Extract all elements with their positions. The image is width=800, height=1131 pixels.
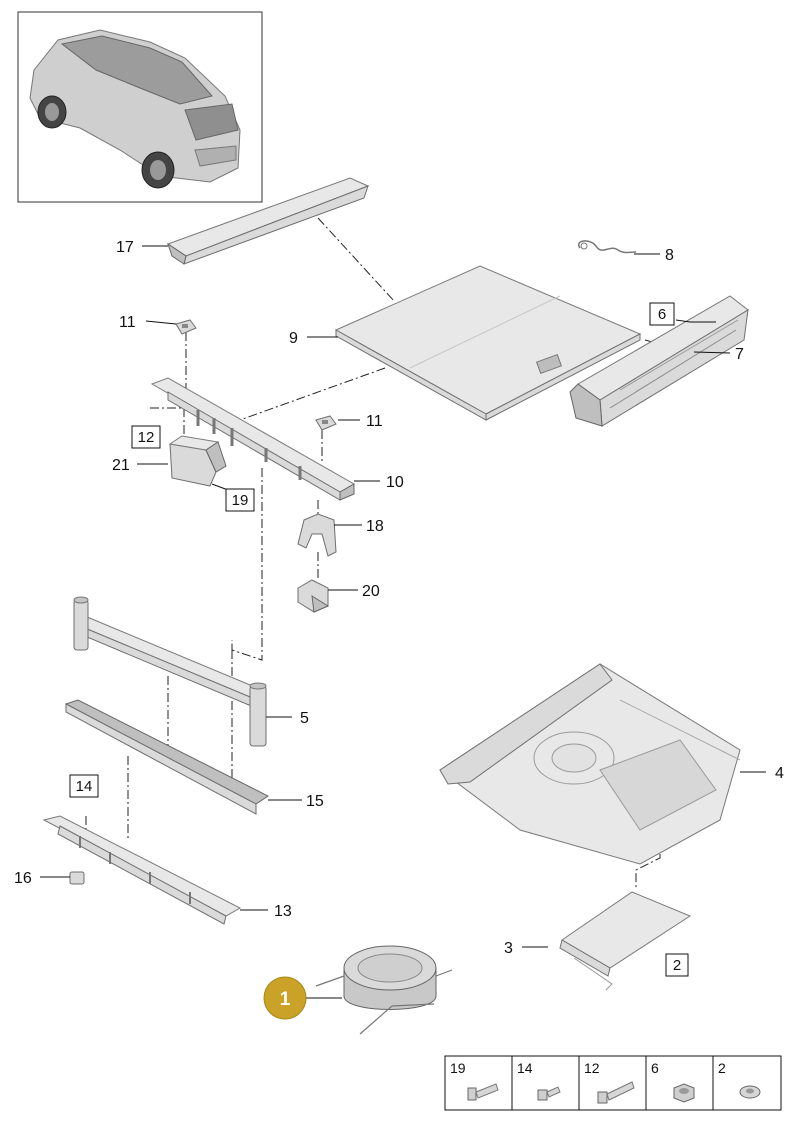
highlight-callout-1[interactable]: 1	[263, 976, 307, 1020]
hex-nut-icon	[673, 1083, 695, 1103]
callout-labels: 17 8 11 9 7 11 21 10 18 20 5 15 4 16 13 …	[14, 239, 784, 957]
part-10-cross-member	[150, 377, 356, 501]
callout-4: 4	[775, 765, 784, 782]
callout-16: 16	[14, 870, 32, 887]
boxed-refs: 6 12 19 14 2	[69, 302, 689, 977]
boxed-ref-12: 12	[138, 429, 155, 446]
legend-label: 2	[718, 1060, 726, 1076]
legend-cell-6: 6	[651, 1060, 695, 1103]
part-11-clip-lower	[315, 415, 337, 431]
part-8-hook	[577, 240, 637, 254]
legend-cell-14: 14	[517, 1060, 561, 1101]
long-bolt-icon	[597, 1081, 635, 1104]
callout-17: 17	[116, 239, 134, 256]
legend-cell-2: 2	[718, 1060, 761, 1099]
part-3-plate	[559, 891, 692, 991]
callout-8: 8	[665, 247, 674, 264]
legend-label: 12	[584, 1060, 600, 1076]
legend-label: 14	[517, 1060, 533, 1076]
callout-15: 15	[306, 793, 324, 810]
part-18-bracket	[297, 513, 337, 557]
boxed-ref-6: 6	[658, 306, 666, 323]
hardware-legend: 19 14 12 6	[444, 1055, 782, 1111]
part-5-frame	[73, 596, 267, 747]
part-11-clip-upper	[175, 319, 197, 335]
callout-9: 9	[289, 330, 298, 347]
legend-label: 19	[450, 1060, 466, 1076]
legend-label: 6	[651, 1060, 659, 1076]
callout-18: 18	[366, 518, 384, 535]
legend-cell-19: 19	[450, 1060, 499, 1101]
highlight-callout-label: 1	[280, 989, 291, 1010]
boxed-ref-19: 19	[232, 492, 249, 509]
part-13-rail	[42, 815, 242, 925]
callout-13: 13	[274, 903, 292, 920]
vehicle-thumbnail	[17, 11, 263, 203]
boxed-ref-2: 2	[673, 957, 681, 974]
callout-5: 5	[300, 710, 309, 727]
callout-21: 21	[112, 457, 130, 474]
boxed-ref-14: 14	[76, 778, 93, 795]
part-16-cap	[69, 871, 85, 885]
short-bolt-icon	[537, 1086, 561, 1101]
car-icon	[29, 29, 241, 189]
part-15-strip	[64, 699, 269, 815]
callout-7: 7	[735, 346, 744, 363]
part-17-cover-strip	[166, 177, 370, 265]
part-20-holder	[297, 579, 330, 613]
callout-11: 11	[119, 314, 136, 331]
callout-20: 20	[362, 583, 380, 600]
flange-bolt-icon	[467, 1083, 499, 1101]
callout-3: 3	[504, 940, 513, 957]
clip-nut-icon	[739, 1085, 761, 1099]
part-9-floor-panel	[334, 265, 642, 421]
leader-lines	[40, 245, 766, 999]
part-21-module	[168, 435, 227, 487]
legend-cell-12: 12	[584, 1060, 635, 1104]
part-4-floor-pan	[439, 663, 741, 865]
part-1-round-unit	[315, 945, 453, 1035]
callout-10: 10	[386, 474, 404, 491]
callout-11: 11	[366, 413, 383, 430]
